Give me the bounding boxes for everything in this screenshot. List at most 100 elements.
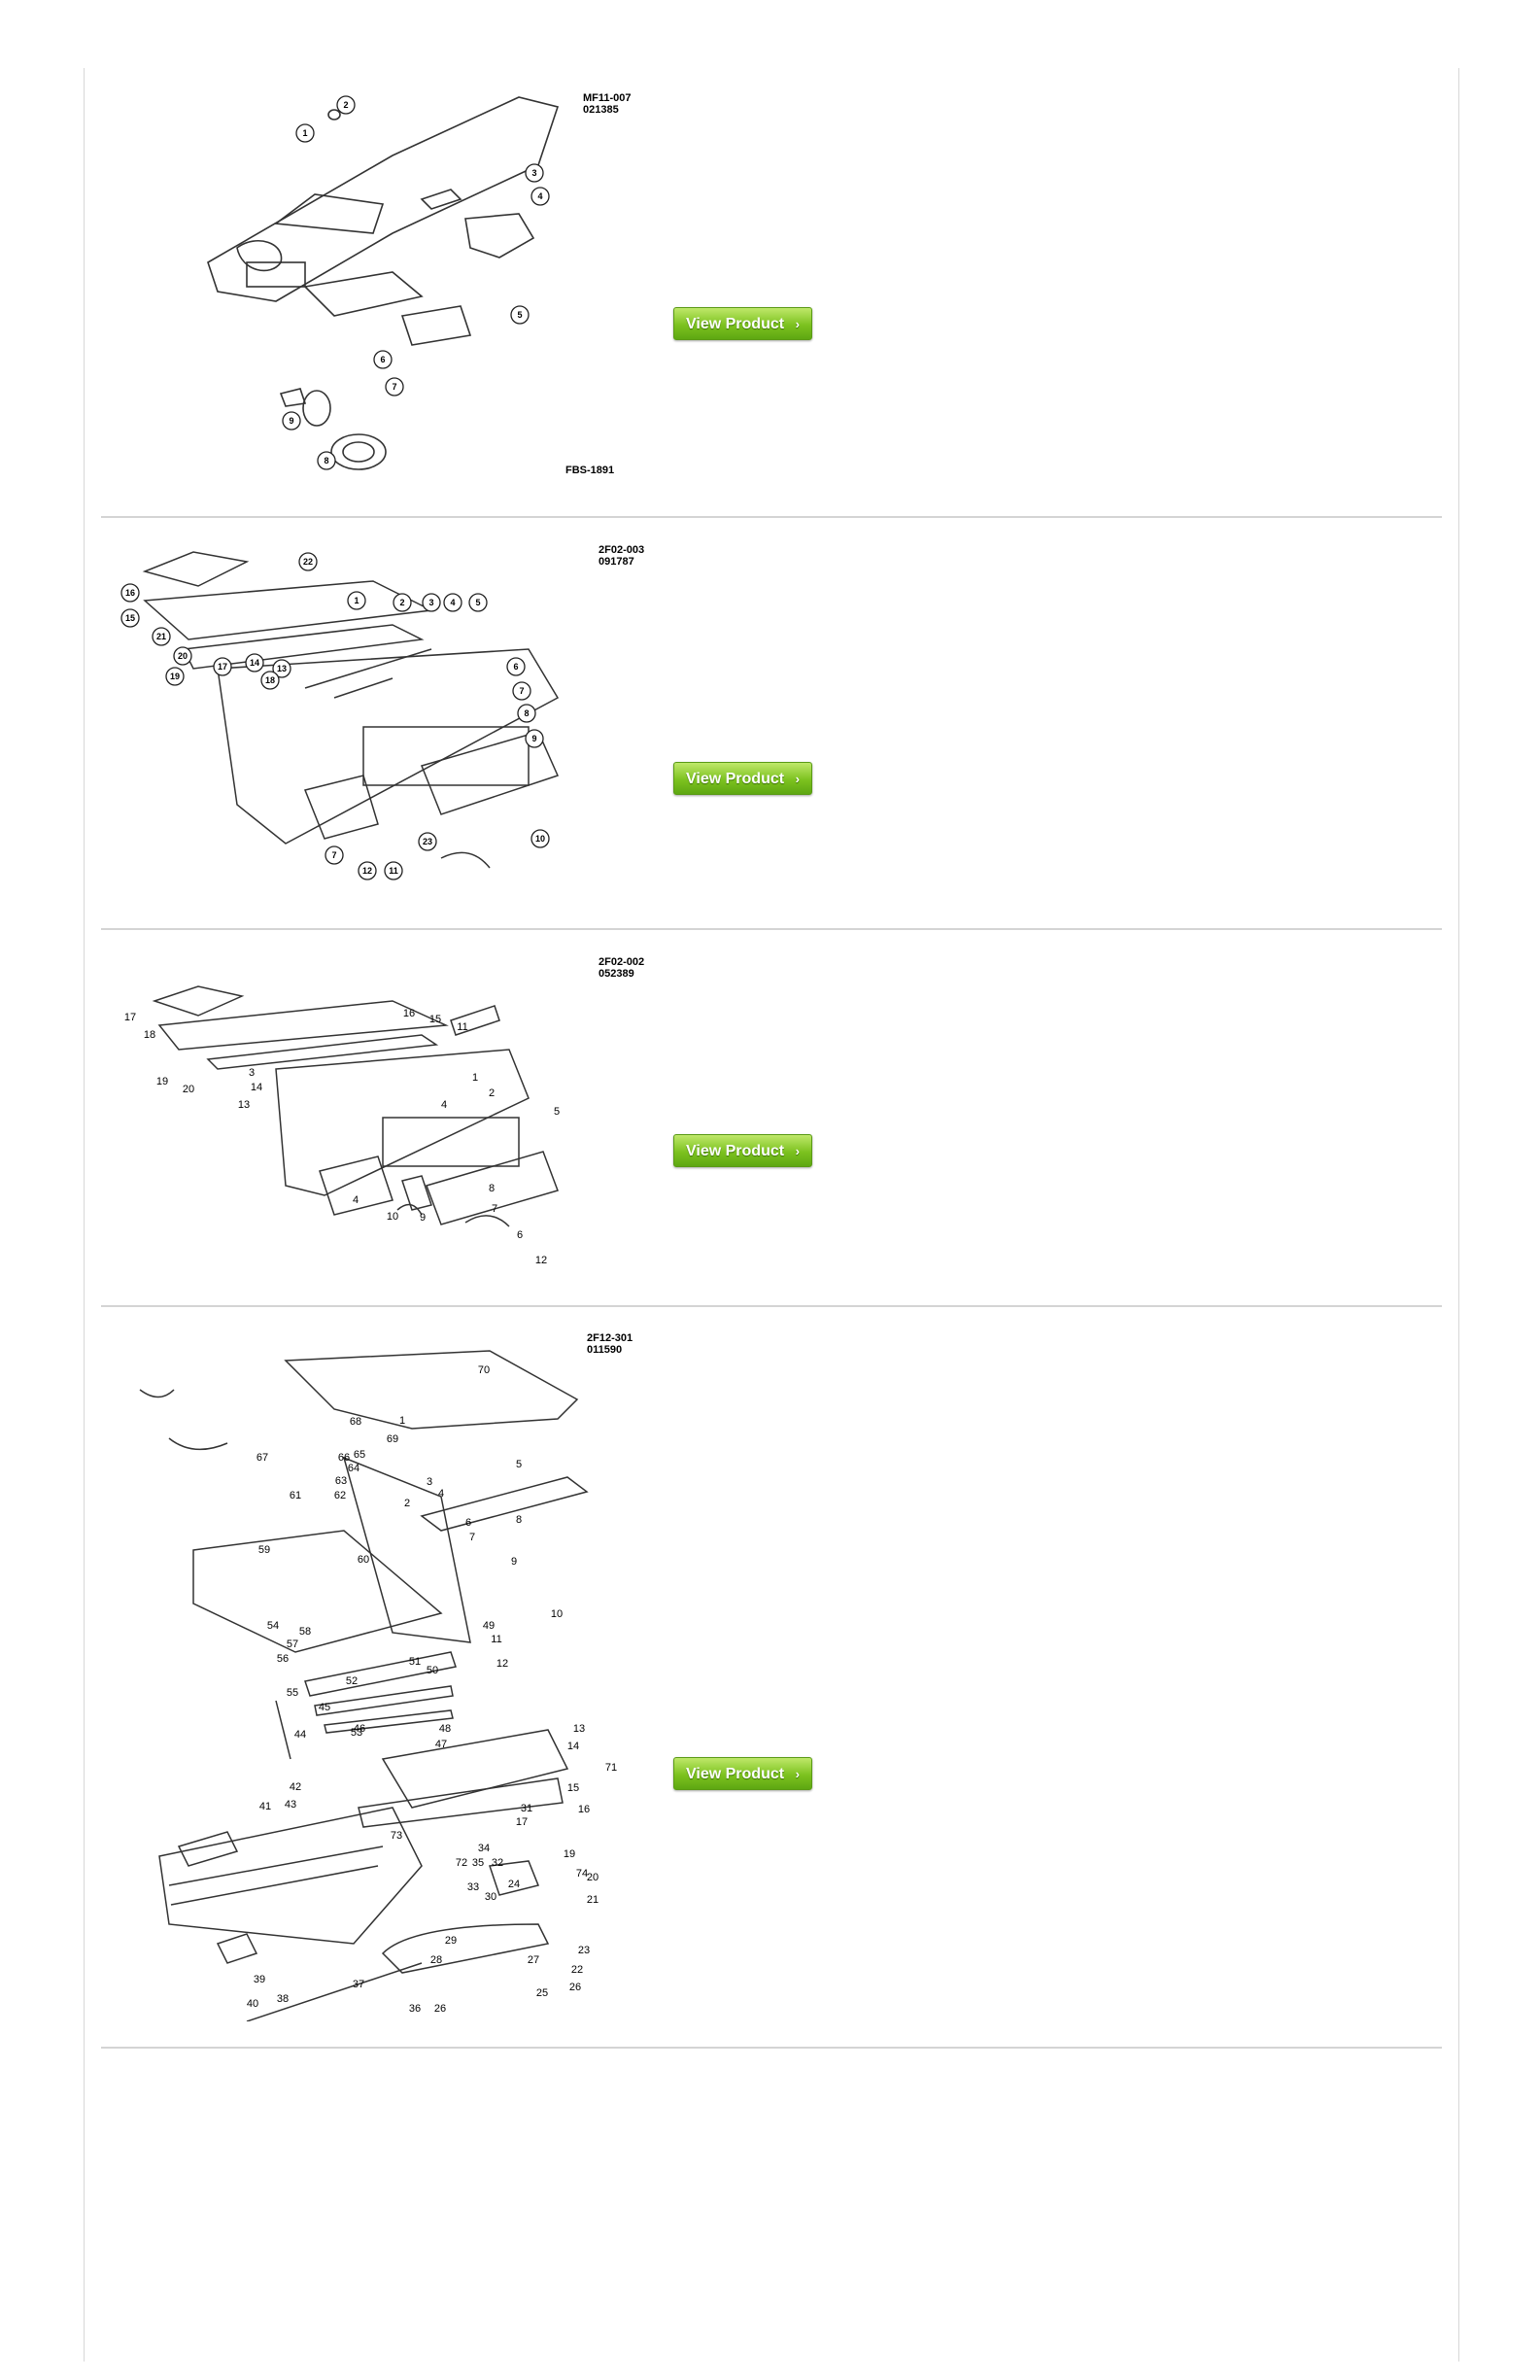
svg-text:12: 12 [496,1658,508,1670]
svg-text:24: 24 [508,1879,520,1890]
svg-text:70: 70 [478,1364,490,1376]
svg-text:74: 74 [576,1868,588,1880]
page-frame [84,68,1459,2362]
svg-text:2: 2 [489,1087,495,1099]
svg-text:5: 5 [554,1106,560,1118]
svg-text:5: 5 [516,1459,522,1470]
svg-text:28: 28 [430,1954,442,1966]
callout-9: 9 [289,416,293,426]
svg-text:8: 8 [516,1514,522,1526]
chevron-right-icon: › [795,1144,800,1158]
svg-text:15: 15 [567,1782,579,1794]
svg-text:18: 18 [144,1029,155,1041]
svg-text:25: 25 [536,1987,548,1999]
svg-text:55: 55 [287,1687,298,1699]
svg-text:71: 71 [605,1762,617,1774]
svg-text:69: 69 [387,1433,398,1445]
svg-text:20: 20 [178,651,188,661]
row-divider-1 [101,516,1442,518]
svg-text:68: 68 [350,1416,361,1428]
svg-text:14: 14 [251,1082,262,1093]
svg-text:34: 34 [478,1843,490,1854]
svg-text:73: 73 [391,1830,402,1842]
svg-text:17: 17 [124,1012,136,1023]
svg-text:2: 2 [399,598,404,607]
svg-text:57: 57 [287,1638,298,1650]
chevron-right-icon: › [795,317,800,331]
svg-text:64: 64 [348,1463,359,1474]
callout-1: 1 [302,128,307,138]
chevron-right-icon: › [795,1767,800,1781]
svg-text:17: 17 [516,1816,528,1828]
svg-text:11: 11 [389,866,398,876]
svg-text:27: 27 [528,1954,539,1966]
svg-text:66: 66 [338,1452,350,1464]
svg-text:36: 36 [409,2003,421,2015]
svg-text:9: 9 [420,1212,426,1224]
svg-text:4: 4 [438,1488,444,1500]
svg-text:5: 5 [475,598,480,607]
svg-text:51: 51 [409,1656,421,1668]
svg-text:9: 9 [531,734,536,743]
view-product-button-2[interactable]: View Product› [673,762,812,795]
svg-text:72: 72 [456,1857,467,1869]
svg-text:49: 49 [483,1620,495,1632]
svg-text:2: 2 [404,1498,410,1509]
svg-text:26: 26 [569,1982,581,1993]
svg-text:50: 50 [427,1665,438,1676]
svg-text:37: 37 [353,1979,364,1990]
svg-text:21: 21 [587,1894,599,1906]
svg-text:3: 3 [427,1476,432,1488]
row-divider-4 [101,2047,1442,2049]
svg-text:67: 67 [257,1452,268,1464]
svg-text:63: 63 [335,1475,347,1487]
callout-3: 3 [531,168,536,178]
svg-text:15: 15 [125,613,135,623]
svg-text:26: 26 [434,2003,446,2015]
svg-text:19: 19 [156,1076,168,1087]
svg-text:31: 31 [521,1803,532,1814]
svg-text:45: 45 [319,1702,330,1713]
svg-text:58: 58 [299,1626,311,1638]
svg-text:1: 1 [399,1415,405,1427]
svg-text:1: 1 [354,596,359,605]
svg-text:62: 62 [334,1490,346,1501]
svg-text:3: 3 [428,598,433,607]
svg-text:10: 10 [535,834,545,844]
svg-text:52: 52 [346,1675,358,1687]
svg-text:39: 39 [254,1974,265,1985]
view-product-button-4[interactable]: View Product› [673,1757,812,1790]
svg-text:56: 56 [277,1653,289,1665]
svg-text:22: 22 [303,557,313,567]
svg-text:13: 13 [573,1723,585,1735]
svg-text:54: 54 [267,1620,279,1632]
svg-text:59: 59 [258,1544,270,1556]
svg-text:13: 13 [238,1099,250,1111]
svg-text:22: 22 [571,1964,583,1976]
row-divider-3 [101,1305,1442,1307]
svg-text:16: 16 [125,588,135,598]
svg-text:18: 18 [265,675,275,685]
svg-text:7: 7 [492,1203,497,1215]
svg-text:40: 40 [247,1998,258,2010]
svg-text:43: 43 [285,1799,296,1811]
svg-text:7: 7 [469,1532,475,1543]
view-product-button-1[interactable]: View Product› [673,307,812,340]
svg-text:42: 42 [290,1781,301,1793]
svg-text:19: 19 [170,672,180,681]
svg-text:32: 32 [492,1857,503,1869]
svg-text:11: 11 [491,1634,501,1645]
svg-text:10: 10 [387,1211,398,1223]
svg-text:20: 20 [587,1872,599,1883]
svg-text:6: 6 [513,662,518,672]
svg-text:20: 20 [183,1084,194,1095]
svg-text:15: 15 [429,1014,441,1025]
svg-text:12: 12 [362,866,372,876]
svg-text:29: 29 [445,1935,457,1947]
svg-text:23: 23 [423,837,432,846]
view-product-button-3[interactable]: View Product› [673,1134,812,1167]
svg-text:11: 11 [457,1021,467,1033]
